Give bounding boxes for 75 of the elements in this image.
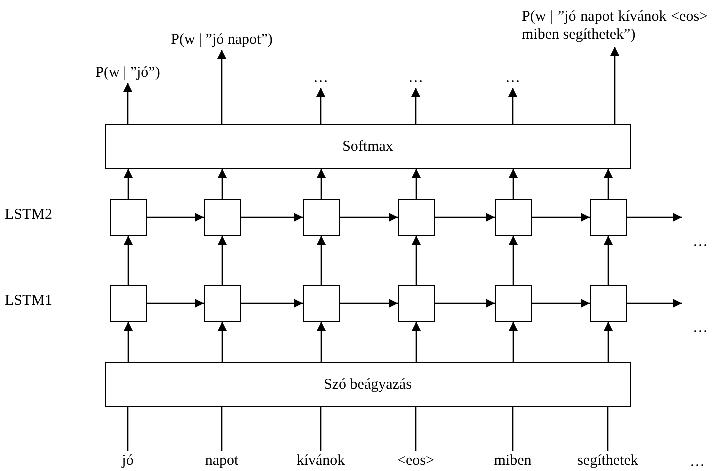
arrow xyxy=(317,169,326,199)
arrow xyxy=(435,213,495,222)
layer-label: Szó beágyazás xyxy=(324,376,412,394)
arrow xyxy=(509,236,518,285)
arrow xyxy=(509,322,518,362)
connector-line xyxy=(512,407,514,451)
lstm-cell-box xyxy=(204,285,241,322)
arrow xyxy=(509,169,518,199)
lstm-cell-box xyxy=(303,199,340,236)
output-label: … xyxy=(506,69,520,87)
connector-line xyxy=(221,407,223,451)
connector-line xyxy=(607,407,609,451)
input-word: segíthetek xyxy=(578,452,638,470)
lstm-cell-box xyxy=(590,285,627,322)
arrow xyxy=(412,169,421,199)
arrow xyxy=(124,322,133,362)
output-label: P(w | ”jó napot”) xyxy=(171,31,273,49)
connector-line xyxy=(415,407,417,451)
lstm-cell-box xyxy=(110,199,147,236)
output-label: … xyxy=(408,69,424,87)
arrow xyxy=(147,213,204,222)
lstm-cell-box xyxy=(495,285,532,322)
layer-name: LSTM2 xyxy=(5,207,53,224)
output-label: P(w | ”jó napot kívánok <eos> miben segíthetek”) xyxy=(522,8,708,44)
arrow xyxy=(610,47,620,124)
lstm-cell-box xyxy=(204,199,241,236)
arrow xyxy=(340,213,398,222)
arrow xyxy=(124,169,133,199)
arrow xyxy=(340,299,398,308)
arrow xyxy=(218,322,227,362)
arrow xyxy=(241,213,303,222)
arrow xyxy=(532,213,590,222)
arrow xyxy=(218,236,227,285)
layer-name: LSTM1 xyxy=(5,293,53,310)
arrow xyxy=(412,236,421,285)
input-word: miben xyxy=(494,452,532,470)
arrow xyxy=(147,299,204,308)
input-word: napot xyxy=(205,452,239,470)
arrow xyxy=(316,88,326,124)
arrow xyxy=(412,322,421,362)
arrow xyxy=(124,83,132,124)
lstm-cell-box xyxy=(398,199,435,236)
connector-line xyxy=(127,407,129,451)
arrow xyxy=(218,50,226,124)
input-word: kívánok xyxy=(296,452,346,470)
arrow xyxy=(317,322,326,362)
arrow xyxy=(124,236,133,285)
lstm-cell-box xyxy=(590,199,627,236)
output-label: P(w | ”jó”) xyxy=(96,64,160,82)
ellipsis-label: … xyxy=(690,454,705,471)
input-word: <eos> xyxy=(398,452,434,470)
arrow xyxy=(627,299,682,308)
arrow xyxy=(317,236,326,285)
arrow xyxy=(412,88,420,124)
input-word: jó xyxy=(122,452,134,470)
arrow xyxy=(627,213,682,222)
output-label: … xyxy=(314,69,328,87)
ellipsis-label: … xyxy=(693,320,708,337)
lstm-cell-box xyxy=(303,285,340,322)
lstm-cell-box xyxy=(495,199,532,236)
arrow xyxy=(532,299,590,308)
arrow xyxy=(241,299,303,308)
arrow xyxy=(218,169,227,199)
ellipsis-label: … xyxy=(693,234,708,251)
lstm-cell-box xyxy=(110,285,147,322)
arrow xyxy=(604,322,613,362)
arrow xyxy=(508,88,518,124)
arrow xyxy=(604,169,613,199)
arrow xyxy=(435,299,495,308)
layer-label: Softmax xyxy=(342,138,394,156)
connector-line xyxy=(320,407,322,451)
layer-box xyxy=(105,124,631,169)
arrow xyxy=(604,236,613,285)
lstm-cell-box xyxy=(398,285,435,322)
layer-box xyxy=(105,362,631,407)
